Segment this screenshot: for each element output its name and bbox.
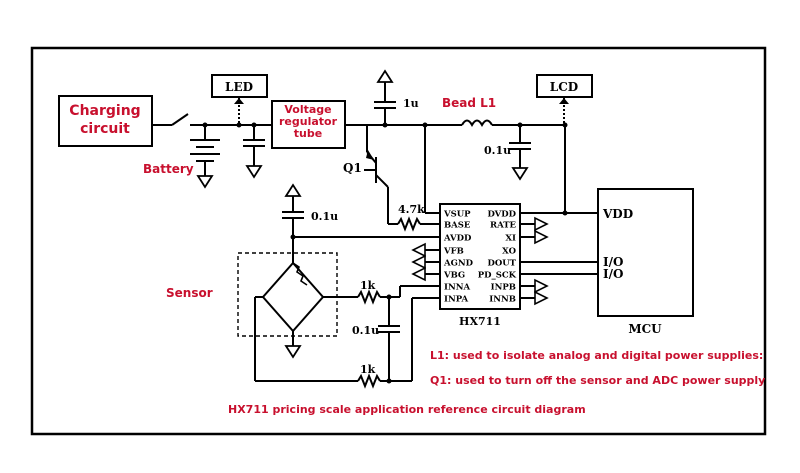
battery-label: Battery [143, 162, 194, 176]
ground-arrow-icon [411, 266, 426, 282]
q1-transistor [364, 125, 389, 224]
ground-icon [245, 165, 263, 179]
arrow-right-icon [534, 229, 549, 245]
cap-1u-label: 1u [403, 97, 419, 110]
hx711-pin-left-inpa: INPA [444, 295, 469, 305]
led-label: LED [225, 80, 253, 94]
resistor-1k-bottom [357, 373, 381, 389]
arrow-right-icon [534, 278, 549, 294]
mcu-label: MCU [628, 322, 662, 336]
charging-circuit-block [58, 95, 153, 147]
ground-arrow-icon [411, 242, 426, 258]
resistor-4-7k [397, 216, 421, 232]
switch-blade [171, 113, 189, 126]
diagram-caption: HX711 pricing scale application referenc… [228, 403, 586, 416]
hx711-chip [439, 203, 521, 310]
voltage-regulator-block [271, 100, 346, 149]
hx711-pin-right-inpb: INPB [491, 283, 516, 293]
ground-icon [376, 69, 394, 83]
arrow-icon [366, 150, 374, 160]
mcu-block [597, 188, 694, 317]
capacitor-1u [374, 69, 396, 125]
diagram-frame [30, 46, 767, 436]
hx711-pin-left-inna: INNA [444, 283, 471, 293]
cap-sensor-label: 0.1u [311, 210, 338, 223]
hx711-pin-left-vbg: VBG [443, 271, 465, 281]
arrow-up-icon [559, 98, 569, 104]
note-l1: L1: used to isolate analog and digital p… [430, 349, 763, 362]
capacitor-lcd [509, 125, 531, 181]
arrow-right-icon [534, 216, 549, 232]
ground-icon [511, 167, 529, 181]
hx711-pin-right-xi: XI [505, 234, 516, 244]
sensor-label: Sensor [166, 286, 213, 300]
ground-icon [284, 345, 302, 359]
arrow-right-icon [534, 290, 549, 306]
capacitor-sensor [282, 183, 304, 237]
hx711-pin-right-xo: XO [502, 247, 516, 257]
q1-label: Q1 [343, 161, 362, 175]
hx711-pin-right-dout: DOUT [487, 259, 516, 269]
capacitor-filter [378, 297, 400, 381]
cap-filter-label: 0.1u [352, 324, 379, 337]
bead-l1-inductor [461, 119, 493, 128]
mcu-pin-io-2: I/O [603, 267, 623, 281]
r-1k-bottom-label: 1k [360, 363, 376, 376]
hx711-pin-left-agnd: AGND [443, 259, 474, 269]
capacitor-input [243, 125, 265, 179]
hx711-pin-left-vfb: VFB [443, 247, 464, 257]
mcu-pin-io-1: I/O [603, 255, 623, 269]
cap-lcd-label: 0.1u [484, 144, 511, 157]
wheatstone-bridge [261, 261, 325, 333]
mcu-pin-vdd: VDD [602, 207, 633, 221]
bead-label: Bead L1 [442, 96, 496, 110]
hx711-pin-right-pd-sck: PD_SCK [478, 271, 517, 281]
ground-arrow-icon [411, 254, 426, 270]
note-q1: Q1: used to turn off the sensor and ADC … [430, 374, 765, 387]
hx711-pin-right-dvdd: DVDD [487, 210, 516, 220]
resistor-1k-top [357, 289, 381, 305]
hx711-pin-left-avdd: AVDD [443, 234, 472, 244]
sensor-box [237, 252, 338, 337]
battery-symbol [190, 125, 220, 189]
hx711-label: HX711 [459, 315, 501, 328]
r-4-7k-label: 4.7k [398, 203, 425, 216]
r-1k-top-label: 1k [360, 279, 376, 292]
ground-icon [284, 183, 302, 197]
hx711-pin-left-vsup: VSUP [443, 210, 471, 220]
hx711-pin-right-rate: RATE [490, 221, 517, 231]
arrow-up-icon [234, 98, 244, 104]
hx711-pin-left-base: BASE [444, 221, 471, 231]
hx711-pin-right-innb: INNB [489, 295, 516, 305]
lcd-label: LCD [550, 80, 578, 94]
ground-icon [196, 175, 214, 189]
